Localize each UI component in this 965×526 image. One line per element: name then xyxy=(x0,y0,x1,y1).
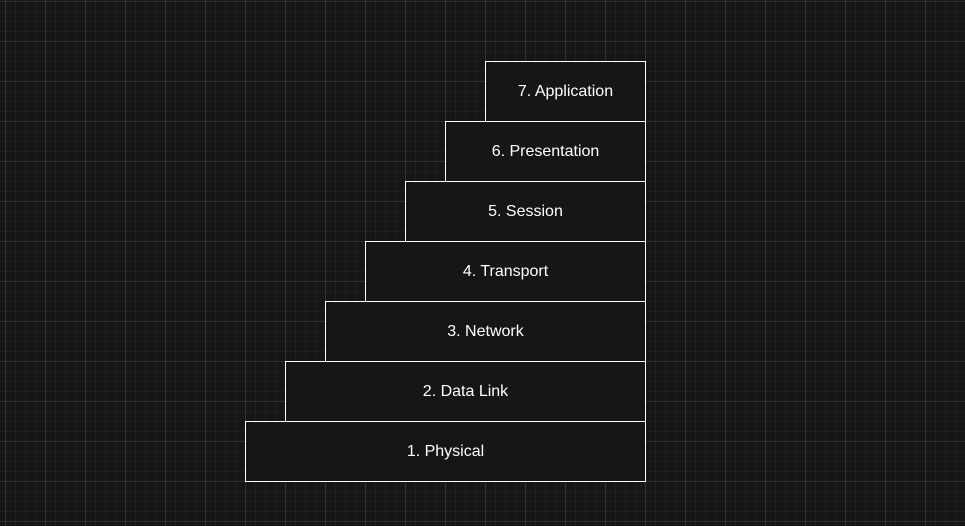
layer-application[interactable]: 7. Application xyxy=(485,61,646,122)
layer-label: 5. Session xyxy=(488,202,563,220)
layer-label: 2. Data Link xyxy=(422,382,509,400)
layer-presentation[interactable]: 6. Presentation xyxy=(445,121,646,182)
layer-label: 6. Presentation xyxy=(491,142,600,160)
layer-label: 1. Physical xyxy=(406,442,485,460)
layer-label: 7. Application xyxy=(517,82,614,100)
layer-data-link[interactable]: 2. Data Link xyxy=(285,361,646,422)
layer-network[interactable]: 3. Network xyxy=(325,301,646,362)
layer-label: 4. Transport xyxy=(462,262,549,280)
layer-physical[interactable]: 1. Physical xyxy=(245,421,646,482)
layer-label: 3. Network xyxy=(447,322,524,340)
layer-transport[interactable]: 4. Transport xyxy=(365,241,646,302)
layer-session[interactable]: 5. Session xyxy=(405,181,646,242)
